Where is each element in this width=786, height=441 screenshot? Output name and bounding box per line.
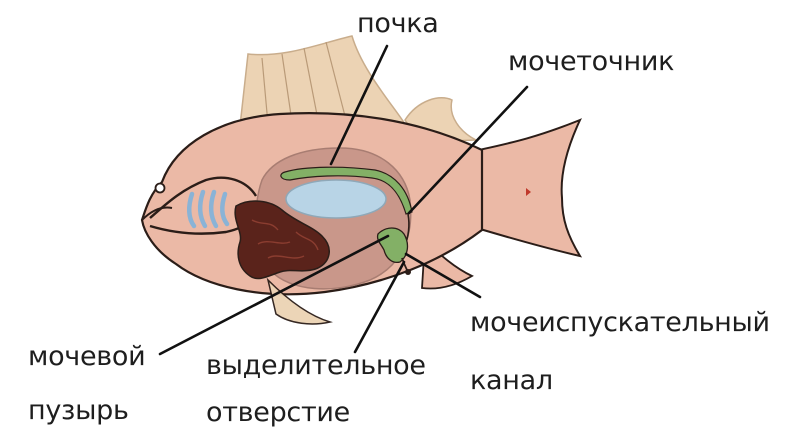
caudal-fin <box>470 120 580 256</box>
fish-eye <box>156 184 165 193</box>
label-urinary-canal-line1: мочеиспускательный <box>470 309 770 336</box>
label-opening-line2: отверстие <box>206 399 350 426</box>
label-urinary-canal-line2: канал <box>470 367 553 394</box>
label-ureter: мочеточник <box>508 48 674 75</box>
excretory-opening <box>405 269 411 275</box>
label-bladder-line2: пузырь <box>28 397 129 424</box>
label-opening-line1: выделительное <box>206 352 426 379</box>
swim-bladder <box>286 180 386 218</box>
label-bladder-line1: мочевой <box>28 343 145 370</box>
label-kidney: почка <box>357 10 438 37</box>
